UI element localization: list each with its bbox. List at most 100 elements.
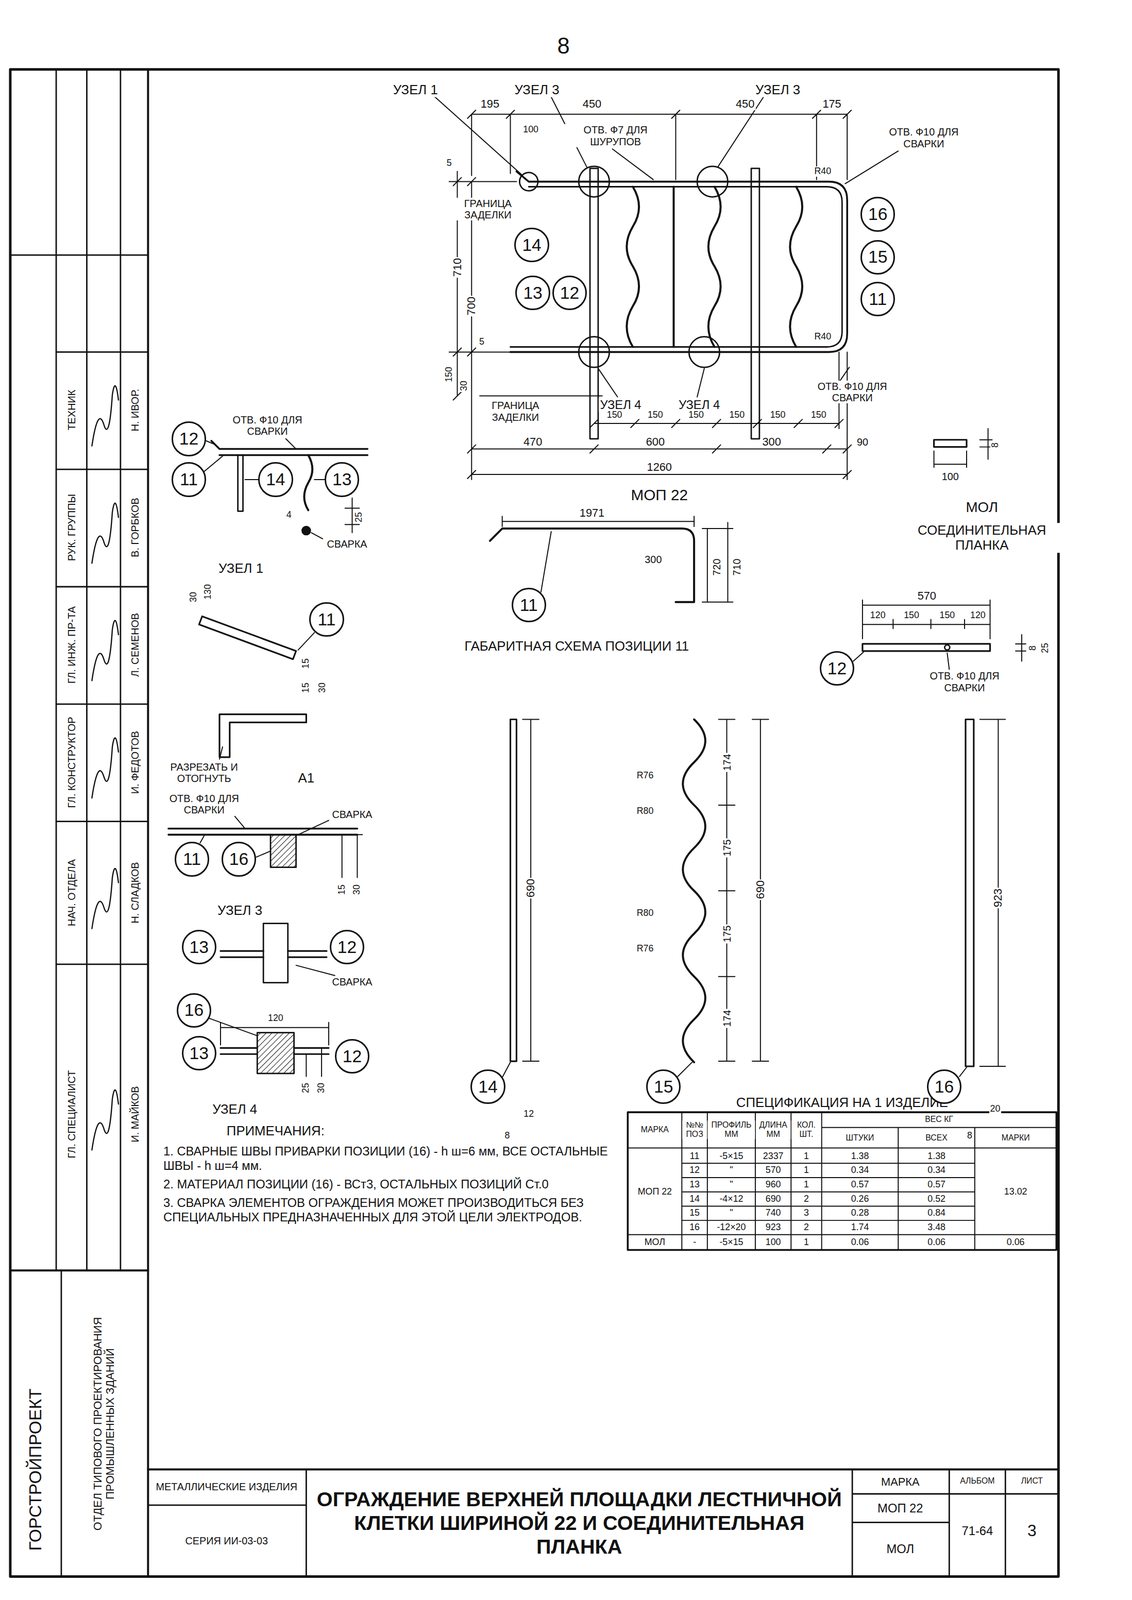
drawing-label: 130: [203, 583, 214, 601]
callout-number: 11: [519, 596, 538, 615]
drawing-label: ОТВ. Ф10 ДЛЯ СВАРКИ: [153, 792, 256, 816]
drawing-label: ": [728, 1165, 734, 1176]
drawing-label: МОЛ: [885, 1542, 916, 1557]
drawing-label: 5: [478, 336, 486, 348]
drawing-label: 150: [605, 410, 624, 421]
callout-number: 13: [189, 1044, 209, 1063]
drawing-label: 3.48: [926, 1222, 947, 1233]
drawing-label: ПРИМЕЧАНИЯ:: [225, 1123, 326, 1139]
drawing-label: 0.57: [926, 1179, 947, 1191]
drawing-label: 30: [317, 681, 328, 695]
callout-circle: 16: [176, 993, 212, 1028]
drawing-label: ПРОФИЛЬ ММ: [707, 1120, 755, 1139]
drawing-label: 12: [688, 1165, 701, 1176]
drawing-label: СВАРКА: [326, 538, 369, 550]
drawing-label: 1: [802, 1237, 810, 1248]
drawing-label: 30: [188, 590, 199, 604]
drawing-label: 71-64: [960, 1524, 994, 1539]
callout-number: 16: [868, 205, 888, 224]
drawing-label: 0.57: [850, 1179, 871, 1191]
callout-number: 12: [827, 660, 847, 678]
drawing-label: 120: [869, 610, 887, 621]
callout-circle: 16: [221, 841, 257, 877]
drawing-label: 0.06: [1005, 1237, 1026, 1248]
drawing-label: КОЛ. ШТ.: [791, 1120, 821, 1139]
drawing-label: 2: [802, 1222, 810, 1233]
sheet-title: ОГРАЖДЕНИЕ ВЕРХНЕЙ ПЛОЩАДКИ ЛЕСТНИЧНОЙ К…: [311, 1474, 848, 1574]
drawing-label: 15: [336, 884, 348, 897]
note-text: 3. СВАРКА ЭЛЕМЕНТОВ ОГРАЖДЕНИЯ МОЖЕТ ПРО…: [163, 1195, 618, 1225]
drawing-label: УЗЕЛ 3: [513, 82, 561, 98]
drawing-label: 710: [731, 558, 743, 578]
drawing-label: 1: [802, 1151, 810, 1162]
drawing-label: 8: [990, 441, 1001, 449]
callout-number: 14: [521, 236, 542, 255]
drawing-label: 0.26: [850, 1194, 871, 1205]
drawing-label: ГРАНИЦА ЗАДЕЛКИ: [449, 197, 527, 221]
drawing-label: ОТВ. Ф10 ДЛЯ СВАРКИ: [216, 414, 319, 437]
callout-number: 13: [522, 284, 543, 302]
drawing-label: МЕТАЛЛИЧЕСКИЕ ИЗДЕЛИЯ: [152, 1481, 301, 1493]
callout-number: 16: [184, 1001, 204, 1020]
drawing-label: ОТВ. Ф7 ДЛЯ ШУРУПОВ: [562, 124, 670, 147]
drawing-label: 1.74: [850, 1222, 871, 1233]
callout-circle: 12: [171, 421, 207, 456]
drawing-label: Н. ИВОР.: [128, 387, 141, 433]
drawing-label: 700: [465, 295, 478, 317]
drawing-label: -5×15: [718, 1237, 745, 1248]
callout-number: 14: [478, 1078, 498, 1096]
drawing-label: МОП 22: [636, 1187, 673, 1198]
drawing-label: 450: [581, 97, 603, 111]
drawing-label: МОП 22: [630, 486, 690, 504]
drawing-label: 570: [764, 1165, 783, 1176]
drawing-label: В. ГОРБКОВ: [128, 497, 141, 559]
drawing-label: 100: [521, 124, 540, 135]
drawing-label: 450: [734, 97, 756, 111]
callout-number: 13: [332, 470, 352, 489]
drawing-label: 600: [645, 435, 666, 449]
drawing-label: СЕРИЯ ИИ-03-03: [152, 1535, 301, 1547]
callout-circle: 13: [515, 275, 550, 311]
drawing-label: ГРАНИЦА ЗАДЕЛКИ: [477, 399, 554, 423]
drawing-label: ОТВ. Ф10 ДЛЯ СВАРКИ: [801, 380, 904, 404]
drawing-label: 150: [769, 410, 787, 421]
drawing-label: УЗЕЛ 3: [216, 903, 264, 919]
drawing-label: 570: [916, 589, 938, 603]
callout-circle: 11: [174, 841, 210, 877]
drawing-label: НАЧ. ОТДЕЛА: [65, 858, 78, 928]
drawing-label: ОТВ. Ф10 ДЛЯ СВАРКИ: [872, 126, 975, 149]
drawing-label: 20: [989, 1104, 1002, 1115]
drawing-label: -12×20: [715, 1222, 747, 1233]
drawing-label: 8: [1027, 644, 1039, 652]
callout-number: 11: [868, 290, 887, 309]
drawing-label: МОП 22: [876, 1501, 924, 1516]
drawing-label: 150: [646, 410, 665, 421]
drawing-label: 0.34: [926, 1165, 947, 1176]
drawing-label: 2337: [762, 1151, 785, 1162]
drawing-label: ГЛ. КОНСТРУКТОР: [65, 715, 78, 809]
drawing-label: 690: [754, 879, 767, 901]
drawing-label: 0.52: [926, 1194, 947, 1205]
drawing-label: 150: [809, 410, 828, 421]
drawing-label: 1971: [578, 507, 606, 520]
drawing-label: ШТУКИ: [845, 1133, 876, 1143]
drawing-label: 30: [459, 379, 470, 393]
drawing-label: 150: [444, 365, 455, 384]
callout-circle: 13: [181, 1036, 217, 1071]
drawing-label: 175: [720, 838, 733, 858]
drawing-label: 0.06: [850, 1237, 871, 1248]
callout-number: 16: [934, 1078, 954, 1096]
drawing-label: 1.38: [926, 1151, 947, 1162]
drawing-label: 690: [764, 1194, 783, 1205]
callout-circle: 16: [860, 196, 895, 232]
callout-number: 12: [560, 284, 580, 302]
drawing-label: ГЛ. СПЕЦИАЛИСТ: [65, 1069, 78, 1160]
callout-circle: 15: [860, 240, 895, 275]
drawing-label: А1: [297, 770, 316, 786]
drawing-label: 15: [688, 1208, 701, 1220]
drawing-label: Н. СЛАДКОВ: [128, 861, 141, 925]
notes-block: 1. СВАРНЫЕ ШВЫ ПРИВАРКИ ПОЗИЦИИ (16) - h…: [163, 1144, 618, 1229]
drawing-label: 120: [266, 1013, 285, 1024]
drawing-label: 13.02: [1003, 1187, 1029, 1198]
